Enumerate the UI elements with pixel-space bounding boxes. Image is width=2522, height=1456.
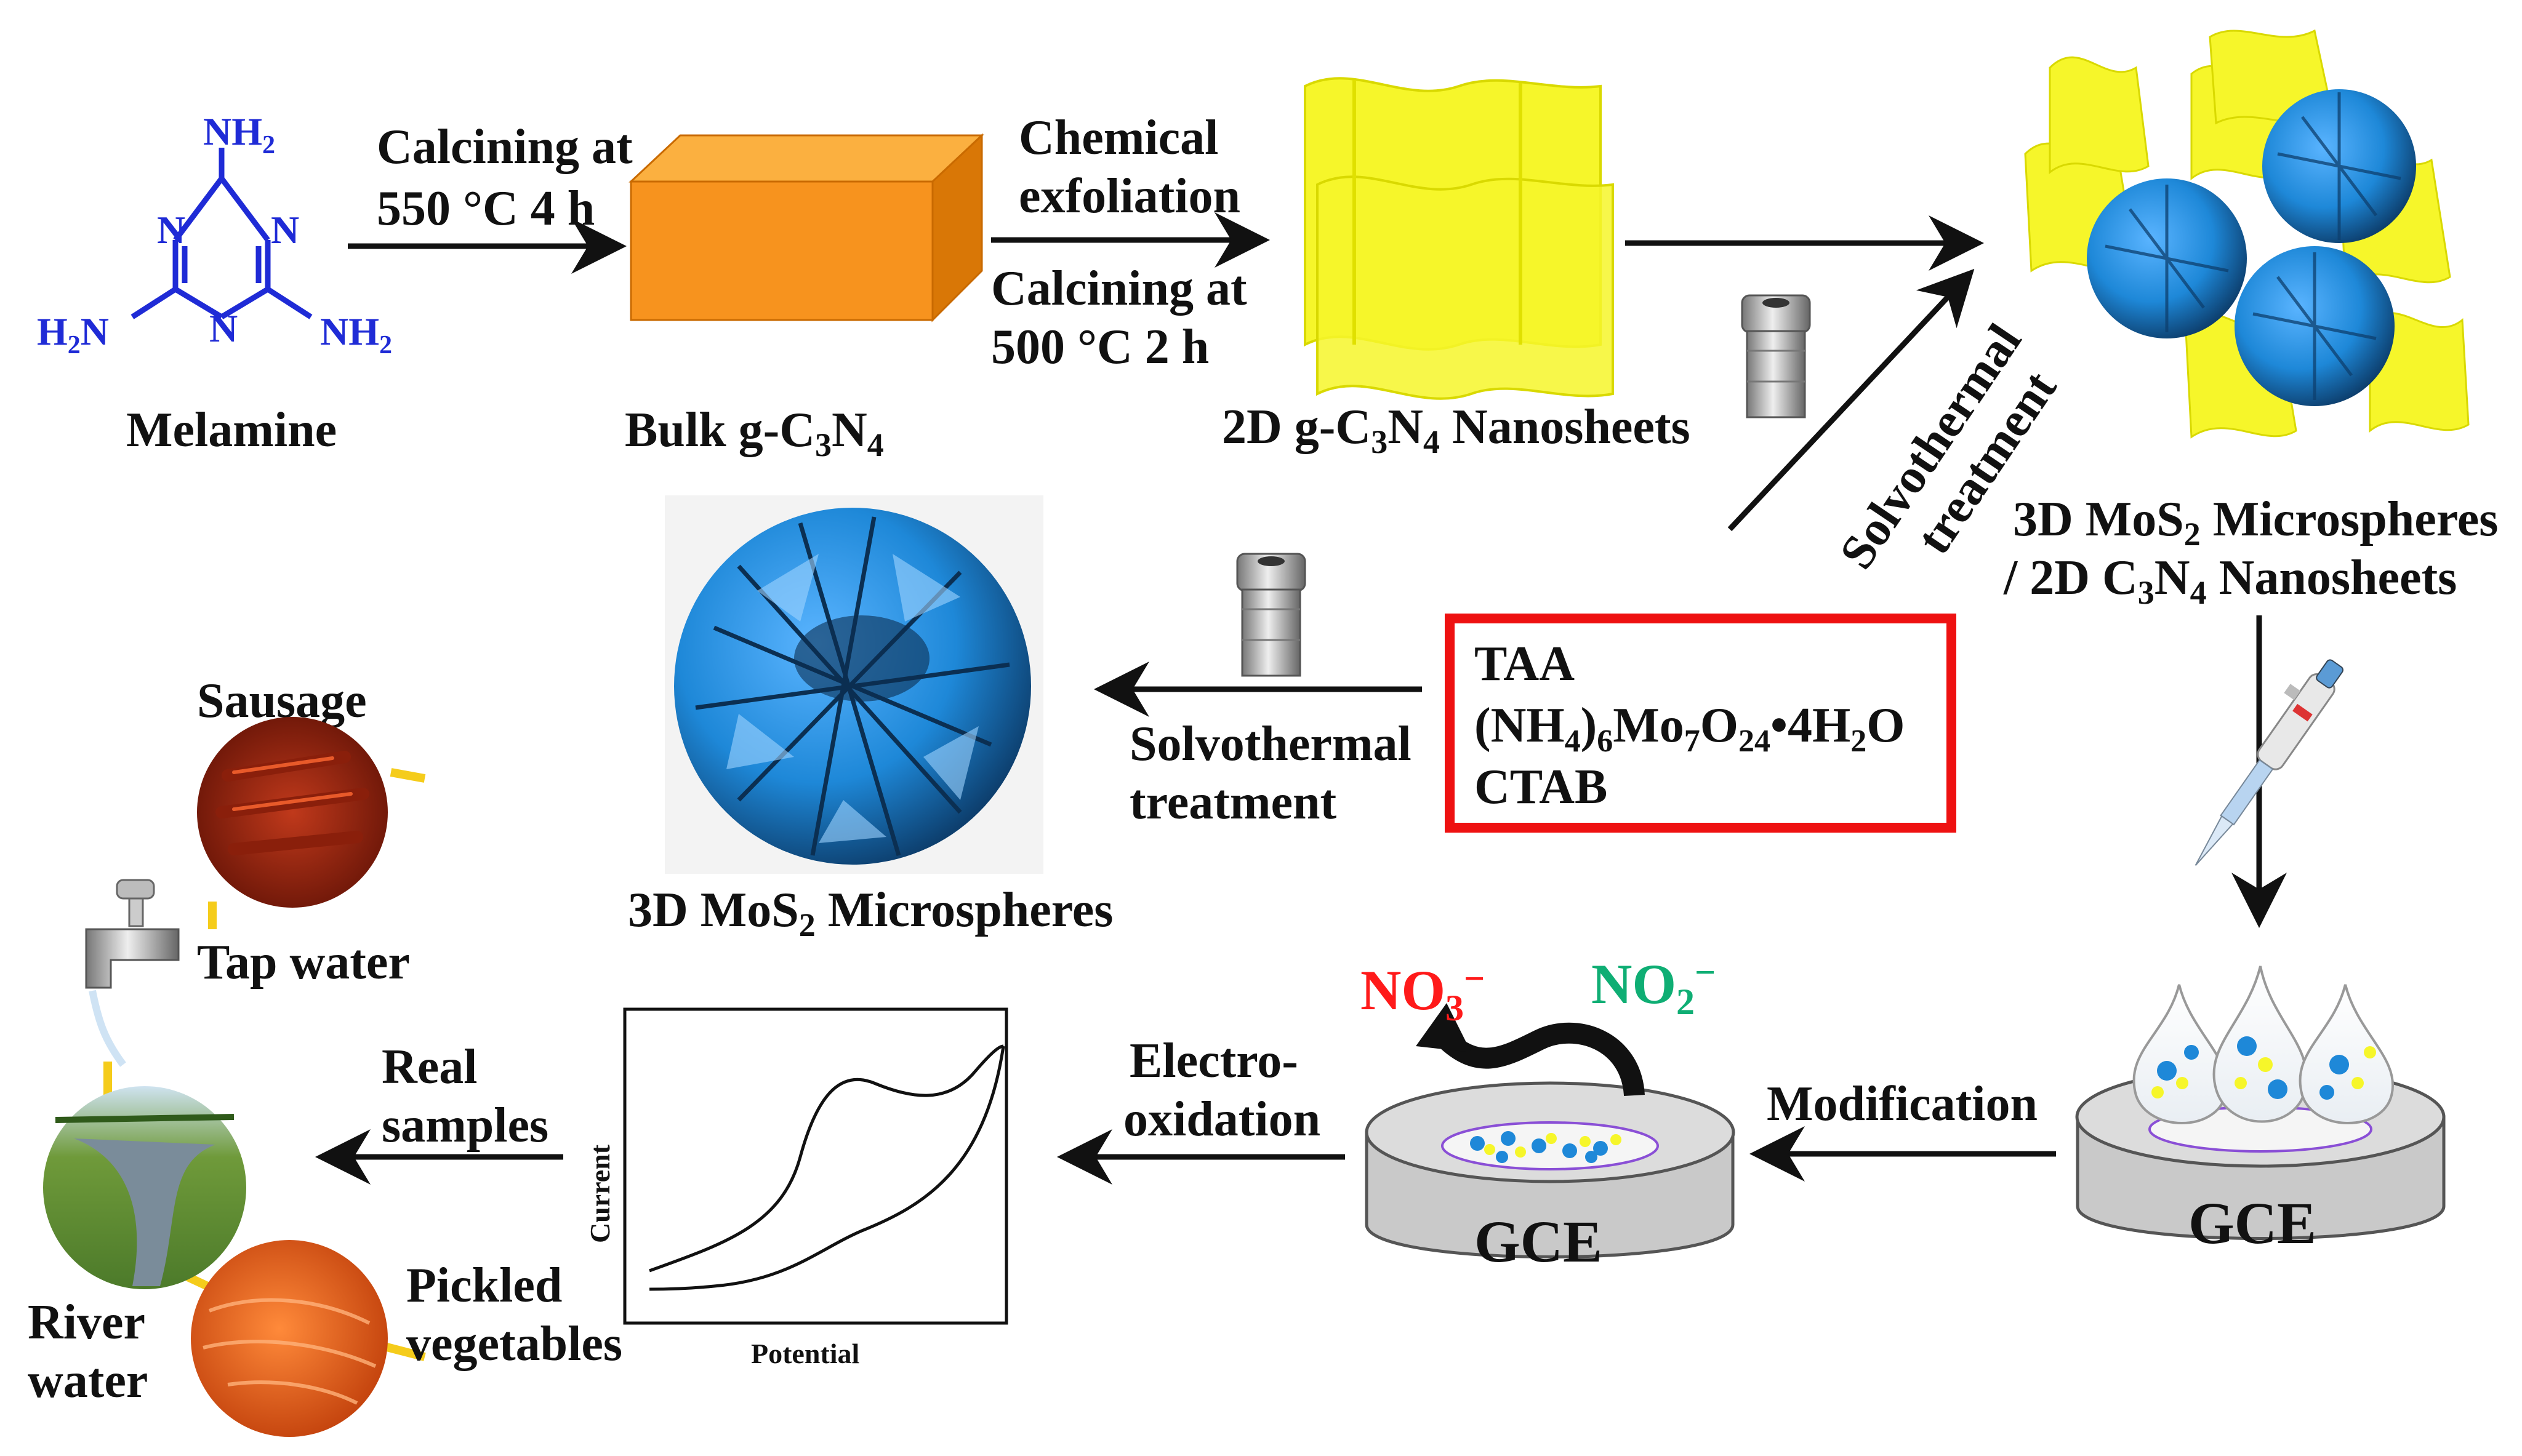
sample-river-line1: River bbox=[28, 1295, 145, 1350]
sample-river-line2: water bbox=[28, 1354, 148, 1408]
reagent-ammonium-molybdate: (NH4)6Mo7O24•4H2O bbox=[1474, 698, 1905, 759]
real-samples-line1: Real bbox=[382, 1040, 478, 1094]
river-photo-icon bbox=[43, 1086, 246, 1289]
cv-ylabel: Current bbox=[584, 1144, 616, 1243]
melamine-n-bottom: N bbox=[209, 306, 238, 350]
electro-line2: oxidation bbox=[1123, 1092, 1320, 1146]
sample-pickled-line1: Pickled bbox=[406, 1258, 562, 1313]
sample-pickled-line2: vegetables bbox=[406, 1317, 622, 1371]
melamine-h2n: H2N bbox=[37, 310, 109, 359]
bulk-block-icon bbox=[628, 133, 984, 322]
sausage-photo-icon bbox=[197, 717, 388, 908]
reaction-curved-arrow bbox=[1436, 1022, 1645, 1097]
melamine-molecule-icon bbox=[131, 148, 313, 319]
nanosheet-icon bbox=[1304, 77, 1614, 400]
pipette-icon bbox=[2195, 659, 2343, 866]
melamine-nh2-right: NH2 bbox=[320, 310, 392, 359]
electrode-icon bbox=[1365, 1081, 1735, 1258]
nitrite-label: NO2− bbox=[1591, 952, 1716, 1022]
electrode-icon bbox=[2075, 966, 2446, 1240]
microspheres-label: 3D MoS2 Microspheres bbox=[628, 883, 1113, 943]
step2-bot1: Calcining at bbox=[991, 262, 1247, 316]
cv-xlabel: Potential bbox=[751, 1338, 859, 1369]
step2-top2: exfoliation bbox=[1019, 169, 1240, 223]
modification-label: Modification bbox=[1767, 1077, 2038, 1131]
autoclave-icon bbox=[1741, 294, 1811, 418]
nanosheets-label: 2D g-C3N4 Nanosheets bbox=[1222, 400, 1690, 460]
reagent-box bbox=[1445, 614, 1956, 833]
electro-line1: Electro- bbox=[1130, 1034, 1298, 1088]
step2-bot2: 500 °C 2 h bbox=[991, 320, 1209, 374]
composite-icon bbox=[2024, 29, 2470, 439]
composite-label-line1: 3D MoS2 Microspheres bbox=[2013, 492, 2498, 553]
step2-top1: Chemical bbox=[1019, 111, 1218, 165]
autoclave-icon bbox=[1236, 553, 1306, 677]
solvo-left-line2: treatment bbox=[1130, 775, 1336, 830]
pickled-vegetables-photo-icon bbox=[191, 1240, 388, 1437]
melamine-nh2-top: NH2 bbox=[203, 110, 275, 159]
cv-plot-frame bbox=[623, 1007, 1008, 1325]
reagent-taa: TAA bbox=[1474, 637, 1575, 691]
gce-label-right: GCE bbox=[2188, 1190, 2316, 1256]
composite-label-line2: / 2D C3N4 Nanosheets bbox=[2003, 551, 2457, 611]
real-samples-line2: samples bbox=[382, 1098, 548, 1153]
melamine-n-left: N bbox=[157, 208, 185, 252]
melamine-label: Melamine bbox=[126, 403, 337, 457]
bulk-label: Bulk g-C3N4 bbox=[625, 403, 884, 463]
reagent-ctab: CTAB bbox=[1474, 760, 1607, 814]
gce-label-left: GCE bbox=[1474, 1209, 1602, 1274]
reaction-arrowhead-icon bbox=[1416, 1003, 1471, 1052]
mos2-microsphere-icon bbox=[674, 508, 1031, 865]
arrow-solvothermal-diagonal bbox=[1727, 268, 1975, 532]
sample-tap-label: Tap water bbox=[197, 935, 410, 990]
melamine-n-right: N bbox=[271, 208, 299, 252]
faucet-icon bbox=[85, 879, 180, 1067]
cv-curve-icon bbox=[649, 1044, 1005, 1291]
step1-line1: Calcining at bbox=[377, 120, 633, 174]
nitrate-label: NO3− bbox=[1360, 958, 1485, 1028]
solvo-left-line1: Solvothermal bbox=[1130, 717, 1412, 771]
step1-line2: 550 °C 4 h bbox=[377, 182, 595, 236]
